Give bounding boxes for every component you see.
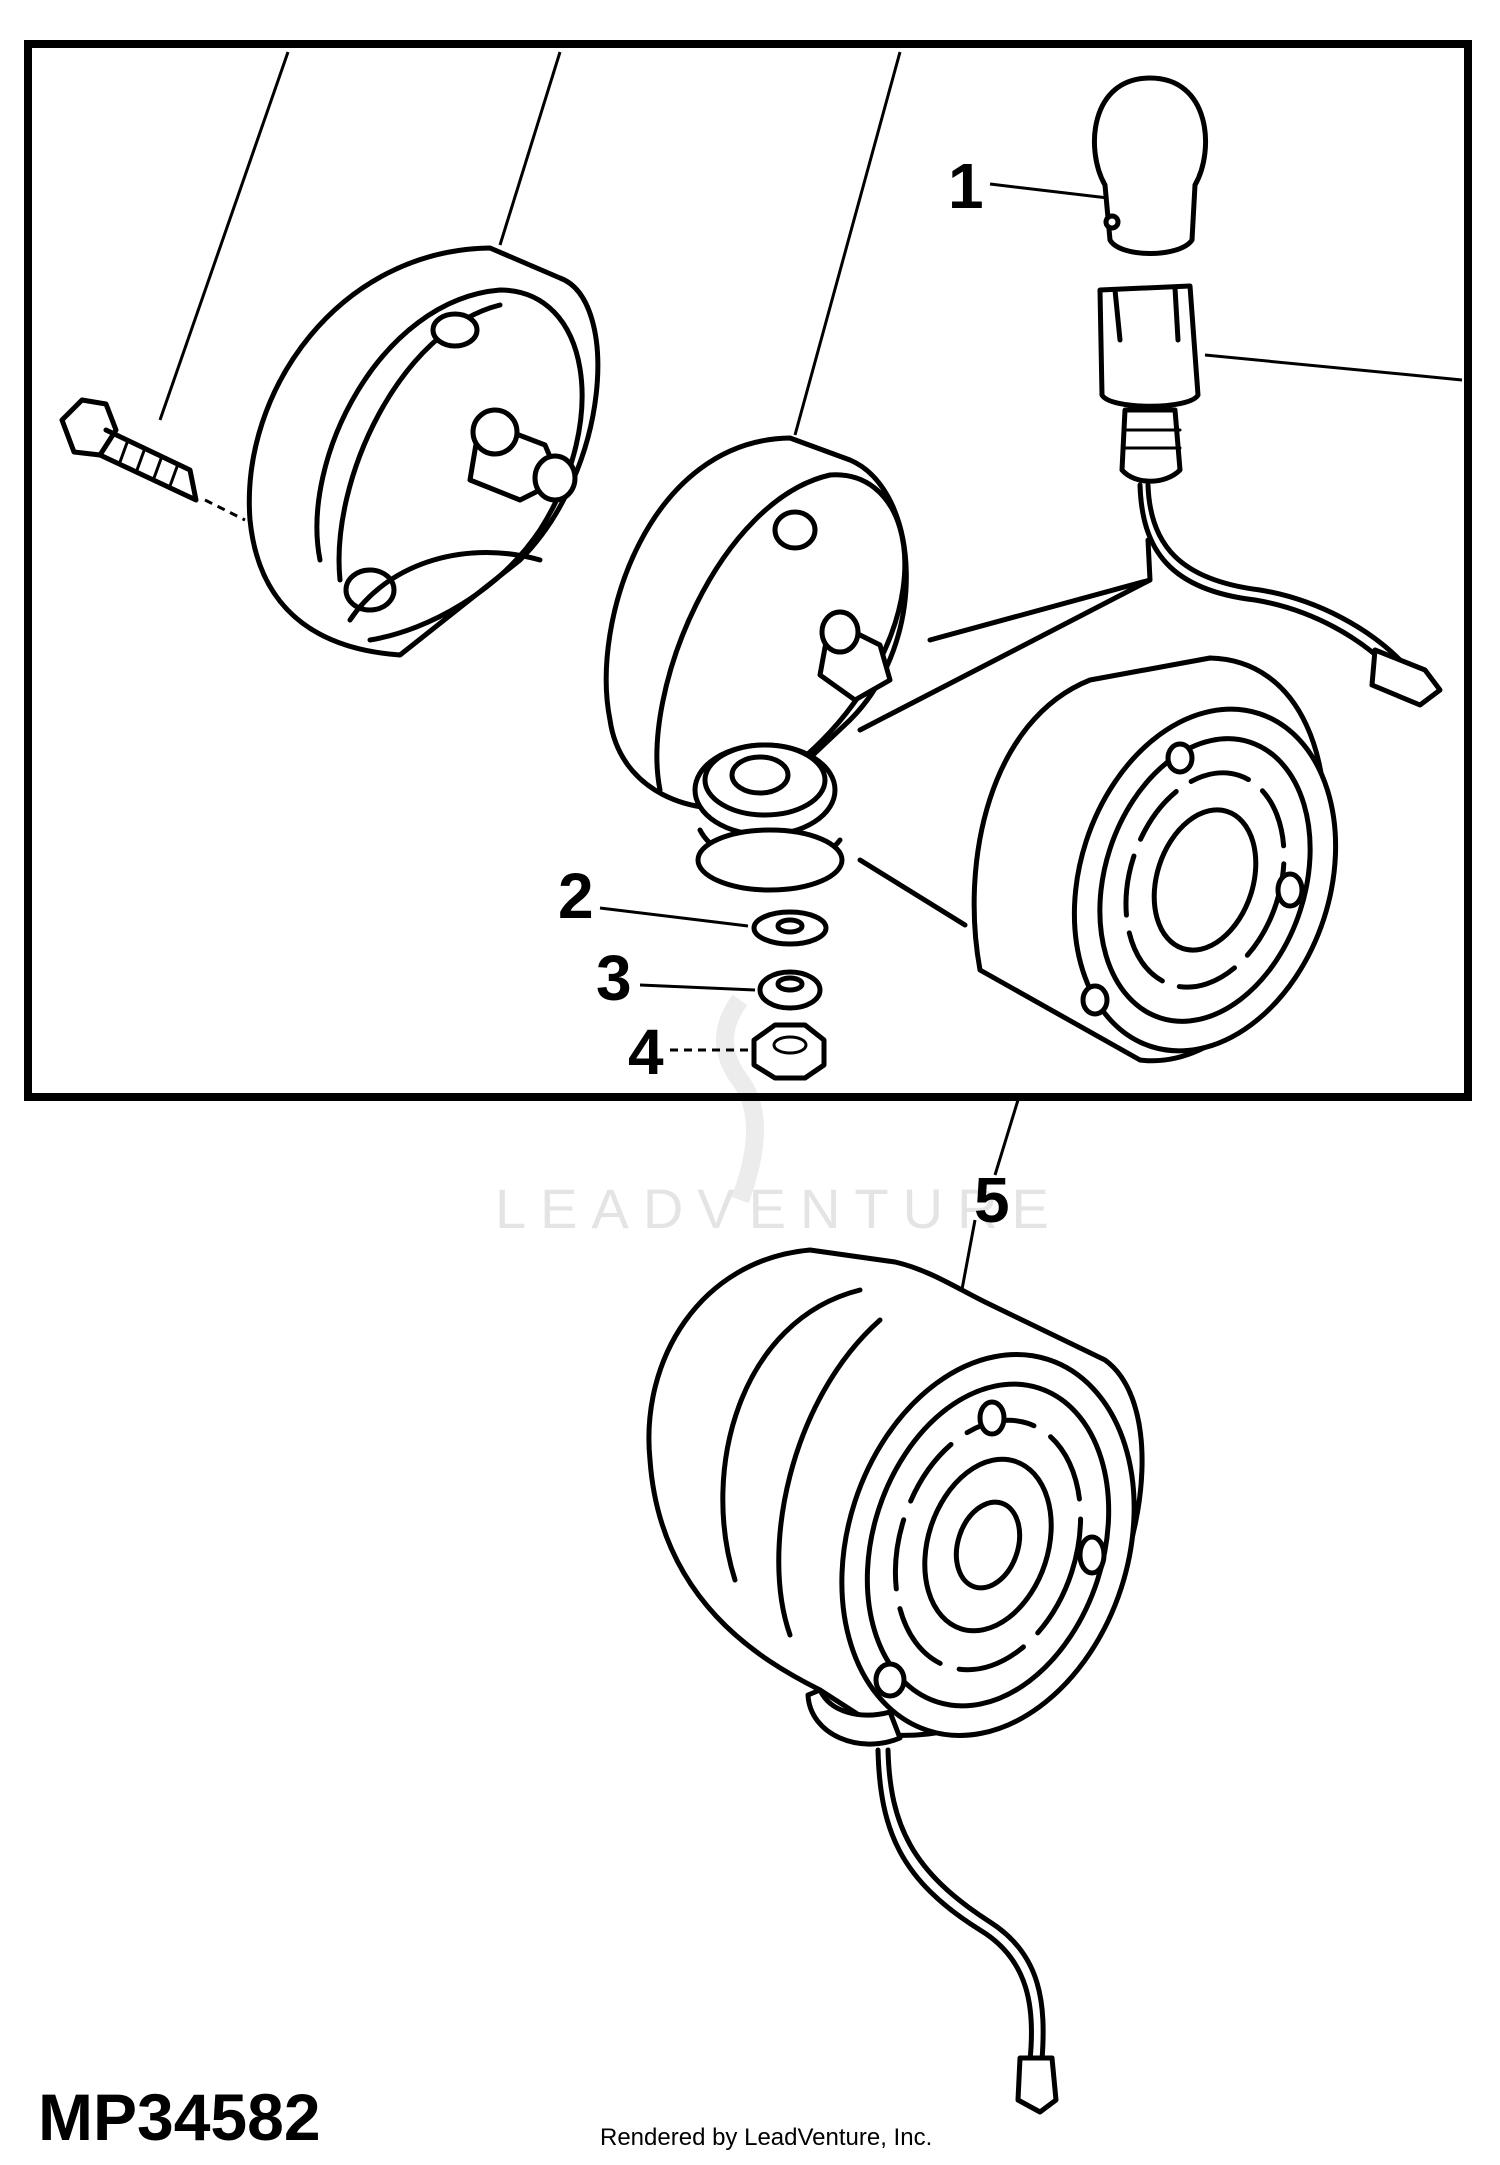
middle-housing bbox=[603, 435, 909, 893]
figure-id: MP34582 bbox=[38, 2080, 321, 2154]
callout-labels: 1 2 3 4 5 bbox=[558, 150, 1010, 1236]
callout-1: 1 bbox=[948, 150, 984, 222]
back-housing bbox=[246, 245, 601, 658]
lamp-assembly-complete bbox=[646, 1247, 1145, 2115]
callout-2: 2 bbox=[558, 860, 594, 932]
render-credit: Rendered by LeadVenture, Inc. bbox=[600, 2124, 932, 2151]
frame-leader-lines bbox=[158, 51, 1463, 436]
callout-4: 4 bbox=[628, 1016, 664, 1088]
callout-5: 5 bbox=[974, 1164, 1010, 1236]
bolt bbox=[59, 397, 246, 522]
callout-leaders bbox=[599, 182, 1109, 1301]
watermark: LEADVENTURE bbox=[495, 994, 1063, 1240]
hardware-stack bbox=[751, 909, 829, 1081]
watermark-text: LEADVENTURE bbox=[495, 1177, 1063, 1240]
lamp-assembly-inner bbox=[857, 655, 1339, 1064]
detail-frame bbox=[24, 40, 1472, 1101]
callout-3: 3 bbox=[596, 942, 632, 1014]
bulb-socket-assembly bbox=[857, 75, 1443, 733]
